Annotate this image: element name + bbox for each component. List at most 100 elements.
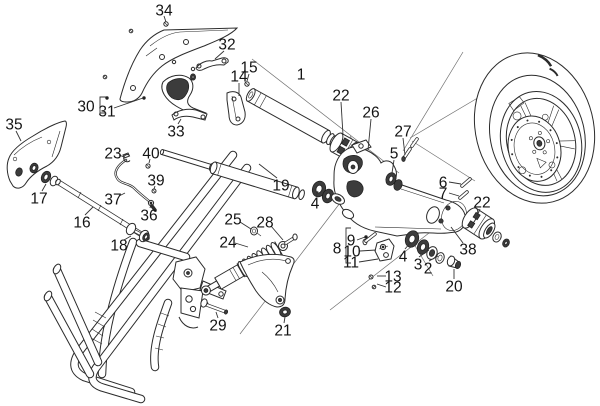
- leader-line-4-4: [404, 242, 411, 250]
- pins-6-7: [458, 177, 472, 200]
- leader-line-37-38: [118, 192, 126, 197]
- part-callout-4: 4: [399, 249, 408, 266]
- part-callout-26: 26: [362, 105, 379, 122]
- leader-line-25-26: [239, 221, 252, 230]
- leader-line-24-25: [234, 242, 249, 248]
- part-callout-17: 17: [30, 191, 47, 208]
- part-callout-40: 40: [142, 146, 160, 163]
- leader-line-21-21: [283, 316, 286, 324]
- axle-plate-slot: [426, 206, 440, 224]
- caliper-stay-bracket: [362, 232, 395, 290]
- part-callout-27: 27: [394, 124, 411, 141]
- part-callout-8: 8: [333, 241, 342, 258]
- leader-line-6-6: [448, 181, 462, 185]
- part-callout-19: 19: [272, 178, 289, 195]
- part-callout-15: 15: [240, 60, 257, 77]
- part-callout-34: 34: [155, 3, 173, 20]
- leader-line-15-15: [246, 73, 250, 82]
- part-callout-20: 20: [445, 279, 463, 296]
- leader-line-22-23: [475, 208, 481, 220]
- leader-line-38-39: [450, 226, 464, 244]
- leader-line-31-32: [113, 97, 144, 109]
- part-callout-22: 22: [473, 195, 490, 212]
- swingarm-bushings-5: [385, 172, 403, 191]
- bolt-29: [200, 298, 229, 315]
- leader-line-35-36: [15, 130, 22, 142]
- frame-gusset-hatch: [90, 311, 170, 351]
- part-callout-28: 28: [256, 215, 273, 232]
- leader-line-22-22: [340, 101, 344, 136]
- group-bracket-0: [99, 96, 106, 114]
- leader-line-3-2: [418, 249, 430, 258]
- part-callout-25: 25: [224, 212, 241, 229]
- axle-rod-16: [40, 170, 150, 243]
- part-callout-2: 2: [424, 261, 433, 278]
- part-callout-5: 5: [390, 146, 399, 163]
- circlip-23: [123, 154, 131, 163]
- leader-line-17-17: [41, 183, 47, 192]
- part-callout-21: 21: [274, 323, 291, 340]
- brake-disc: [507, 115, 562, 182]
- leader-line-34-35: [163, 15, 167, 23]
- part-callout-30: 30: [77, 99, 95, 116]
- cush-drive-hub-22: [461, 207, 496, 240]
- part-callout-10: 10: [343, 244, 361, 261]
- tire-tread-mark: [537, 53, 553, 67]
- part-callout-13: 13: [384, 269, 401, 286]
- part-callout-36: 36: [140, 208, 157, 225]
- stay-bracket-33: [171, 108, 208, 121]
- leader-line-28-29: [270, 225, 284, 241]
- leader-dot-0: [105, 96, 109, 100]
- leader-line-7-7: [448, 192, 460, 197]
- part-callout-23: 23: [104, 146, 121, 163]
- part-callout-29: 29: [209, 318, 226, 335]
- frame-tubes: [43, 150, 252, 404]
- cap-20: [446, 255, 462, 270]
- shock-nut-25: [250, 226, 262, 237]
- leader-line-39-40: [153, 185, 156, 190]
- leader-line-32-33: [214, 50, 225, 60]
- leader-line-27-28: [402, 137, 406, 156]
- part-callout-22: 22: [332, 88, 349, 105]
- leader-line-33-34: [177, 118, 182, 125]
- torque-plate: [200, 253, 295, 318]
- shock-mount-tab: [351, 139, 372, 154]
- group-bracket-1: [345, 227, 351, 264]
- part-callout-6: 6: [439, 175, 448, 192]
- brake-disc-holes: [510, 119, 559, 178]
- pivot-bearings-4: [311, 180, 335, 204]
- leader-line-19-19: [258, 163, 278, 179]
- part-callout-39: 39: [147, 173, 164, 190]
- bushing-18: [125, 222, 150, 243]
- part-callout-38: 38: [459, 242, 476, 259]
- part-callout-35: 35: [5, 117, 22, 134]
- hub-bolts: [528, 131, 550, 155]
- leader-line-10-10: [359, 249, 377, 252]
- leader-line-29-30: [215, 311, 219, 319]
- leader-line-4-3: [315, 190, 319, 197]
- stay-bracket-32: [195, 57, 229, 71]
- leader-line-2-1: [428, 255, 439, 262]
- part-callout-31: 31: [98, 104, 115, 121]
- part-callout-16: 16: [73, 215, 90, 232]
- leader-dot-2: [364, 235, 368, 239]
- leader-line-5-5: [391, 159, 395, 174]
- leader-line-23-24: [118, 154, 125, 158]
- part-callout-14: 14: [230, 69, 248, 86]
- axle-bushings: [404, 230, 462, 270]
- axle-washer-nut: [492, 231, 510, 248]
- part-callout-24: 24: [219, 235, 237, 252]
- part-callout-33: 33: [167, 124, 184, 141]
- part-callout-18: 18: [110, 238, 127, 255]
- leader-line-11-11: [358, 258, 379, 263]
- body-panel-left: [6, 120, 67, 189]
- leader-line-40-41: [148, 158, 151, 164]
- leader-line-12-12: [376, 283, 387, 288]
- part-callout-37: 37: [104, 192, 121, 209]
- part-callout-1: 1: [297, 67, 306, 84]
- shock-bolt-28: [284, 233, 298, 245]
- leader-dot-1: [142, 96, 146, 100]
